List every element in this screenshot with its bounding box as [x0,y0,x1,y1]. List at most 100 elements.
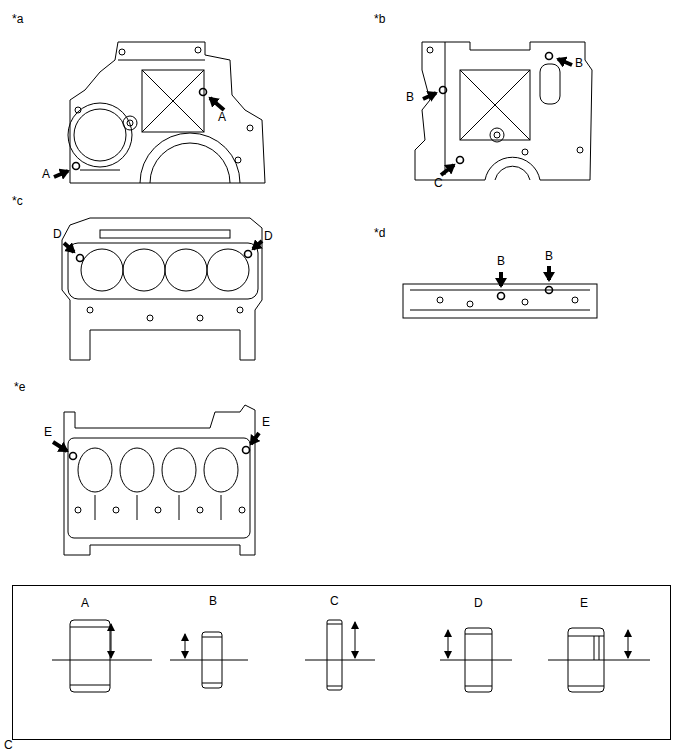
engine-block-view-d-part [546,287,553,294]
knock-pin-figures-part [594,636,595,660]
engine-block-view-c-part [81,249,123,291]
pin-letter: B [406,90,414,104]
engine-block-view-e [53,405,259,555]
pin-letter: E [262,415,270,429]
knock-pin-figures-part [628,630,629,658]
engine-block-view-c-part [165,249,207,291]
engine-block-view-d-part [410,290,590,291]
engine-block-view-d-part [522,299,528,305]
engine-block-view-e-part [68,438,250,538]
knock-pin-figures-part [52,660,152,661]
engine-block-view-e-part [113,507,119,513]
engine-block-view-e-part [120,448,154,492]
pin-letter: D [474,596,483,610]
engine-block-view-c-part [207,249,249,291]
pin-letter: A [42,167,50,181]
knock-pin-figures-part [465,686,492,687]
engine-block-view-e-part [95,495,96,520]
knock-pin-figures-part [305,660,375,661]
pin-letter: B [209,594,217,608]
knock-pin-figures-part [327,686,342,687]
engine-block-view-c-part [237,307,243,313]
engine-block-view-a-part [150,143,230,183]
engine-block-view-c-part [87,307,93,313]
engine-block-view-d-part [437,297,443,303]
engine-block-view-b-part [460,70,530,140]
engine-block-view-d-part [499,272,503,286]
knock-pin-figures-part [202,683,222,684]
engine-block-view-a-part [118,60,205,61]
engine-block-view-a-part [235,157,241,163]
engine-block-view-b-part [415,42,592,180]
engine-block-view-a-part [73,163,80,170]
knock-pin-figures-part [170,660,248,661]
pin-letter: B [545,249,553,263]
engine-block-view-b-part [441,165,454,175]
engine-block-view-e-part [53,442,67,451]
engine-block-view-e-part [70,453,77,460]
pin-letter: E [44,425,52,439]
knock-pin-figures-part [327,620,342,690]
engine-block-view-b-part [540,64,560,104]
engine-block-view-a-part [200,89,207,96]
knock-pin-figures-part [70,627,110,628]
knock-pin-figures-part [185,634,186,658]
engine-block-view-a-part [74,109,126,161]
view-tag: *b [374,12,385,26]
engine-block-view-e-part [137,495,138,520]
pin-letter: A [218,110,226,124]
knock-pin-figures-part [327,624,342,625]
engine-block-view-a-part [247,125,253,131]
pin-letter: C [434,176,443,190]
knock-pin-figures-part [440,660,512,661]
engine-block-view-c-part [253,241,262,249]
engine-block-view-e-part [75,507,81,513]
engine-block-view-c-part [245,251,252,258]
engine-block-view-a-part [195,47,201,53]
knock-pin-figures-part [548,660,650,661]
engine-block-view-a-part [68,103,132,167]
engine-block-view-c-part [147,315,153,321]
engine-block-view-c-part [77,255,84,262]
knock-pin-figures-part [202,637,222,638]
engine-block-view-b-part [558,59,572,65]
engine-block-view-e-part [243,447,250,454]
knock-pin-figures-part [568,686,604,687]
engine-block-view-c-part [123,249,165,291]
engine-block-view-b-part [577,147,583,153]
engine-block-view-c-part [62,218,262,360]
engine-block-view-a [54,42,265,183]
engine-block-view-e-part [239,507,245,513]
engine-block-view-c-part [64,243,74,252]
engine-block-view-d-part [410,310,590,311]
engine-block-view-b-part [490,128,504,142]
legend-panel: A B C D E [12,585,671,740]
knock-pin-figures-part [448,630,449,658]
engine-block-view-a-part [80,170,120,171]
engine-block-view-e-part [155,507,161,513]
engine-block-view-e-part [251,433,259,444]
pin-letter: B [575,56,583,70]
pin-letter: A [81,596,89,610]
engine-block-view-c-part [100,230,230,238]
view-tag: *e [14,380,25,394]
knock-pin-figures-part [70,685,110,686]
engine-block-view-d-part [403,284,597,318]
engine-block-view-b-part [522,149,528,155]
engine-block-view-b-part [445,42,446,175]
view-tag: *c [12,194,23,208]
engine-block-view-b-part [427,47,433,53]
engine-block-view-e-part [204,448,238,492]
pin-letter: C [330,594,339,608]
pin-letter: E [580,596,588,610]
engine-block-view-c [62,218,262,360]
knock-pin-figures-part [70,620,110,692]
engine-block-view-a-part [140,133,240,183]
knock-pin-figures-part [599,636,600,660]
engine-block-view-a-part [210,98,224,110]
knock-pin-figures-part [465,634,492,635]
engine-block-view-a-part [70,42,265,183]
engine-block-view-c-part [68,243,258,299]
